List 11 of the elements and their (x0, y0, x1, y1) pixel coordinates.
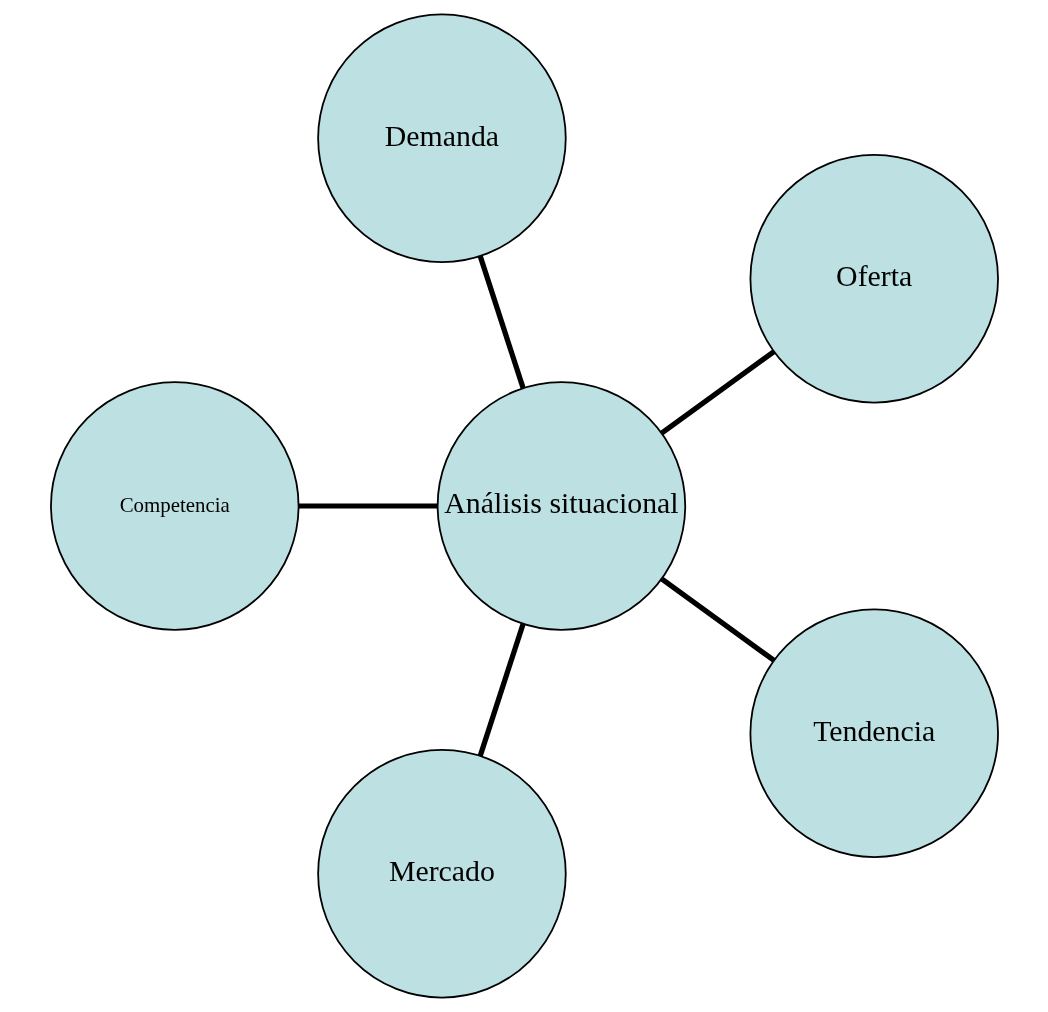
connector (659, 576, 775, 663)
node-circle: Oferta (749, 154, 999, 404)
node-circle: Análisis situacional (436, 381, 686, 631)
connector (659, 349, 775, 436)
connector (477, 623, 526, 757)
node-circle: Mercado (316, 749, 567, 999)
connector (298, 503, 437, 509)
node-circle: Demanda (316, 13, 567, 263)
connector (477, 255, 526, 389)
node-circle: Tendencia (749, 608, 999, 858)
node-circle: Competencia (49, 381, 299, 631)
